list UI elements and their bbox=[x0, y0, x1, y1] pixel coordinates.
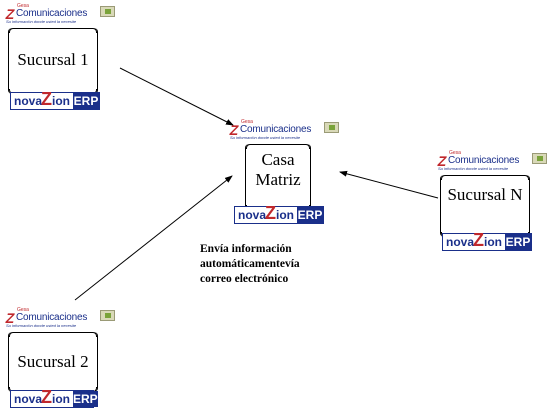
comunicaciones-logo: Z Gesa Comunicaciones Su información don… bbox=[4, 3, 116, 26]
sucursal-1-label: Sucursal 1 bbox=[17, 50, 89, 69]
casa-matriz-box: Casa Matriz bbox=[245, 144, 311, 210]
node-casa-matriz: Z Gesa Comunicaciones Su información don… bbox=[228, 119, 346, 234]
caption-text: Envía información automáticamentevía cor… bbox=[200, 242, 345, 287]
logo-top-text: Gesa bbox=[449, 150, 461, 156]
caption-line-2: automáticamentevía bbox=[200, 258, 300, 270]
caption-line-1: Envía información bbox=[200, 243, 292, 255]
erp-left-text: nova bbox=[14, 94, 43, 108]
sucursal-1-box: Sucursal 1 bbox=[8, 28, 98, 94]
comunicaciones-logo: Z Gesa Comunicaciones Su información don… bbox=[436, 150, 548, 173]
logo-brand-text: Comunicaciones bbox=[16, 8, 88, 19]
folder-icon bbox=[324, 122, 339, 133]
erp-right-text: ERP bbox=[73, 93, 99, 109]
casa-matriz-label-1: Casa bbox=[261, 150, 295, 169]
logo-top-text: Gesa bbox=[17, 307, 29, 313]
logo-brand-text: Comunicaciones bbox=[240, 124, 312, 135]
logo-tagline: Su información donde usted la necesite bbox=[438, 166, 509, 171]
erp-mark: Z bbox=[265, 203, 276, 223]
logo-top-text: Gesa bbox=[17, 3, 29, 9]
node-sucursal-2: Z Gesa Comunicaciones Su información don… bbox=[4, 307, 122, 409]
erp-left-text: nova bbox=[238, 208, 267, 222]
logo-brand-text: Comunicaciones bbox=[16, 312, 88, 323]
node-sucursal-1: Z Gesa Comunicaciones Su información don… bbox=[4, 3, 122, 118]
arrow-sucursal2-to-casa bbox=[74, 175, 233, 301]
arrow-sucursalN-to-casa bbox=[339, 170, 439, 199]
logo-tagline: Su información donde usted la necesite bbox=[6, 323, 77, 328]
folder-icon bbox=[532, 153, 547, 164]
caption-line-3: correo electrónico bbox=[200, 273, 289, 285]
erp-mark: Z bbox=[41, 89, 52, 109]
erp-left-text: nova bbox=[446, 235, 475, 249]
sucursal-n-box: Sucursal N bbox=[440, 175, 530, 237]
comunicaciones-logo: Z Gesa Comunicaciones Su información don… bbox=[228, 119, 340, 142]
sucursal-2-label: Sucursal 2 bbox=[17, 352, 89, 371]
erp-mark: Z bbox=[473, 230, 484, 250]
comunicaciones-logo: Z Gesa Comunicaciones Su información don… bbox=[4, 307, 116, 330]
sucursal-n-label: Sucursal N bbox=[447, 185, 523, 204]
casa-matriz-label-2: Matriz bbox=[255, 170, 301, 189]
erp-right-text: ERP bbox=[505, 234, 531, 250]
folder-icon bbox=[100, 6, 115, 17]
logo-brand-text: Comunicaciones bbox=[448, 155, 520, 166]
logo-top-text: Gesa bbox=[241, 119, 253, 125]
logo-tagline: Su información donde usted la necesite bbox=[6, 19, 77, 24]
erp-right-text: ERP bbox=[73, 391, 98, 407]
logo-tagline: Su información donde usted la necesite bbox=[230, 135, 301, 140]
arrow-sucursal1-to-casa bbox=[119, 67, 234, 126]
node-sucursal-n: Z Gesa Comunicaciones Su información don… bbox=[436, 150, 552, 265]
folder-icon bbox=[100, 310, 115, 321]
erp-right-text: ERP bbox=[297, 207, 323, 223]
sucursal-2-box: Sucursal 2 bbox=[8, 332, 98, 392]
erp-left-text: nova bbox=[14, 392, 43, 406]
erp-mark: Z bbox=[41, 387, 52, 407]
